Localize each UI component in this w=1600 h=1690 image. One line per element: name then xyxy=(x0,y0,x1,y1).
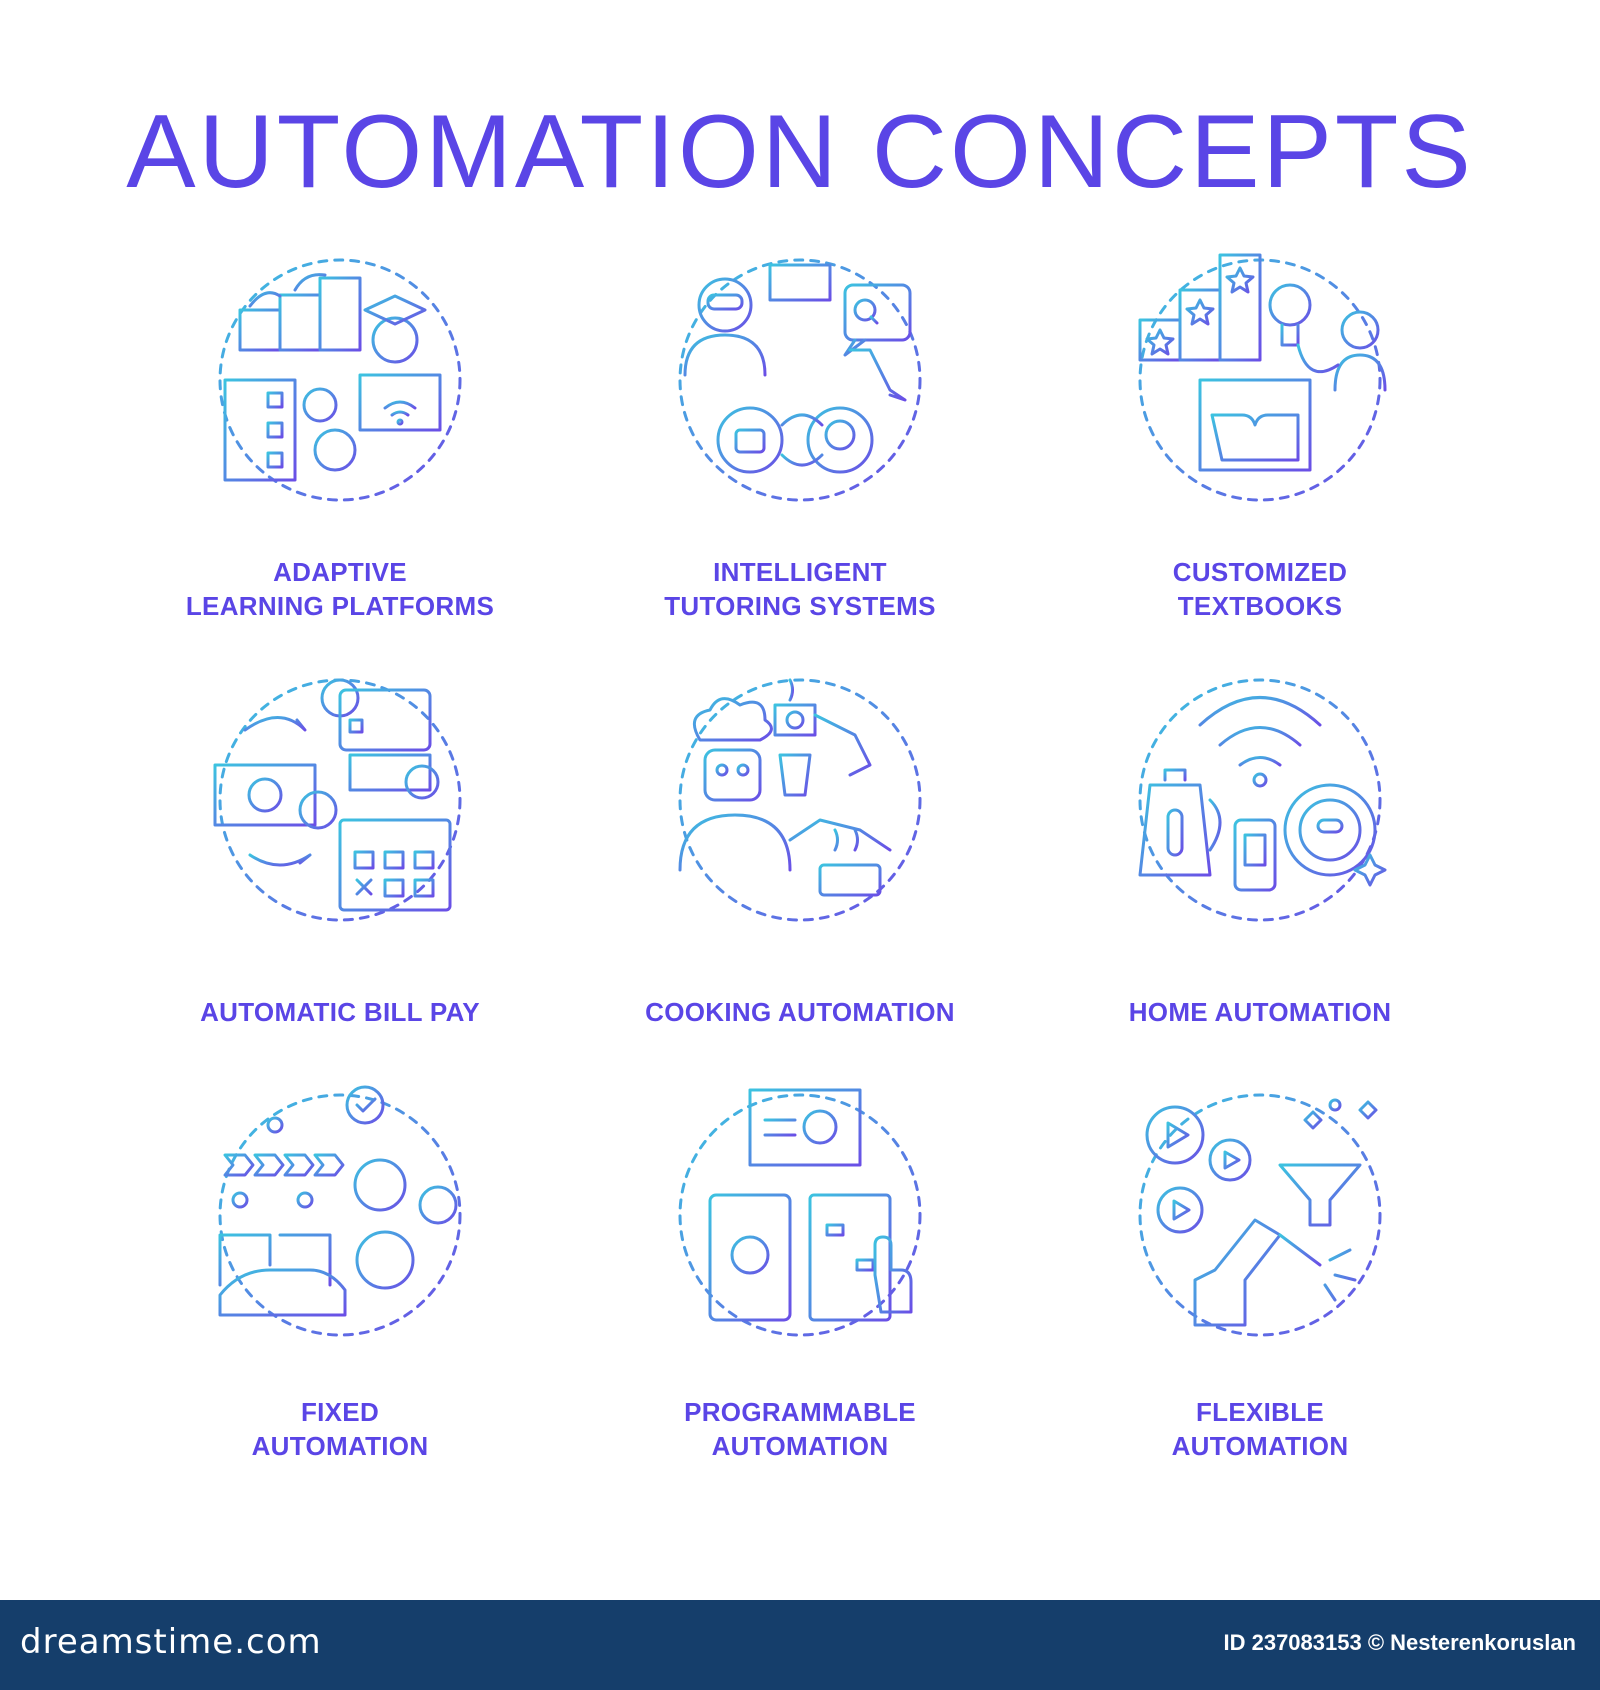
concept-card-home-automation: HOME AUTOMATION xyxy=(1020,670,1500,1070)
concept-label: ADAPTIVE LEARNING PLATFORMS xyxy=(100,555,580,623)
robot-tutor-icon xyxy=(670,250,930,510)
wifi-kettle-vacuum-icon xyxy=(1130,670,1390,930)
page-title: AUTOMATION CONCEPTS xyxy=(126,94,1474,210)
concept-label-line1: CUSTOMIZED xyxy=(1172,557,1348,587)
concept-card-adaptive-learning: ADAPTIVE LEARNING PLATFORMS xyxy=(100,250,580,650)
concept-label: INTELLIGENT TUTORING SYSTEMS xyxy=(560,555,1040,623)
concept-card-flexible-automation: FLEXIBLE AUTOMATION xyxy=(1020,1085,1500,1485)
concept-label-line1: COOKING AUTOMATION xyxy=(645,997,955,1027)
chef-robot-icon xyxy=(670,670,930,930)
concept-label: FLEXIBLE AUTOMATION xyxy=(1020,1395,1500,1463)
concept-card-fixed-automation: FIXED AUTOMATION xyxy=(100,1085,580,1485)
concept-label: CUSTOMIZED TEXTBOOKS xyxy=(1020,555,1500,623)
concept-card-programmable-automation: PROGRAMMABLE AUTOMATION xyxy=(560,1085,1040,1485)
concept-card-automatic-bill-pay: AUTOMATIC BILL PAY xyxy=(100,670,580,1070)
site-logo[interactable]: dreamstime.com xyxy=(20,1622,322,1662)
concept-label-line2: TUTORING SYSTEMS xyxy=(664,591,936,621)
concept-label: HOME AUTOMATION xyxy=(1020,995,1500,1029)
concept-label: FIXED AUTOMATION xyxy=(100,1395,580,1463)
monitor-printer-control-icon xyxy=(670,1085,930,1345)
assembly-line-car-icon xyxy=(210,1085,470,1345)
concept-label-line2: TEXTBOOKS xyxy=(1177,591,1343,621)
concept-label-line1: INTELLIGENT xyxy=(713,557,887,587)
concept-label-line1: HOME AUTOMATION xyxy=(1128,997,1392,1027)
concept-card-cooking-automation: COOKING AUTOMATION xyxy=(560,670,1040,1070)
concept-label: COOKING AUTOMATION xyxy=(560,995,1040,1029)
concept-label: AUTOMATIC BILL PAY xyxy=(100,995,580,1029)
star-rating-book-icon xyxy=(1130,250,1390,510)
concept-label-line1: PROGRAMMABLE xyxy=(684,1397,916,1427)
podium-graduate-icon xyxy=(210,250,470,510)
concept-label-line2: LEARNING PLATFORMS xyxy=(185,591,495,621)
concept-label-line1: AUTOMATIC BILL PAY xyxy=(200,997,480,1027)
image-credit: ID 237083153 © Nesterenkoruslan xyxy=(1223,1630,1576,1655)
concept-label-line2: AUTOMATION xyxy=(251,1431,429,1461)
concept-card-intelligent-tutoring: INTELLIGENT TUTORING SYSTEMS xyxy=(560,250,1040,650)
concept-label: PROGRAMMABLE AUTOMATION xyxy=(560,1395,1040,1463)
gears-funnel-robot-arm-icon xyxy=(1130,1085,1390,1345)
concept-label-line1: FIXED xyxy=(300,1397,380,1427)
money-card-calendar-icon xyxy=(210,670,470,930)
concept-label-line1: ADAPTIVE xyxy=(273,557,407,587)
concept-card-customized-textbooks: CUSTOMIZED TEXTBOOKS xyxy=(1020,250,1500,650)
footer-bar: dreamstime.com ID 237083153 © Nesterenko… xyxy=(0,1600,1600,1690)
concept-label-line2: AUTOMATION xyxy=(711,1431,889,1461)
concept-label-line1: FLEXIBLE xyxy=(1195,1397,1325,1427)
concept-label-line2: AUTOMATION xyxy=(1171,1431,1349,1461)
